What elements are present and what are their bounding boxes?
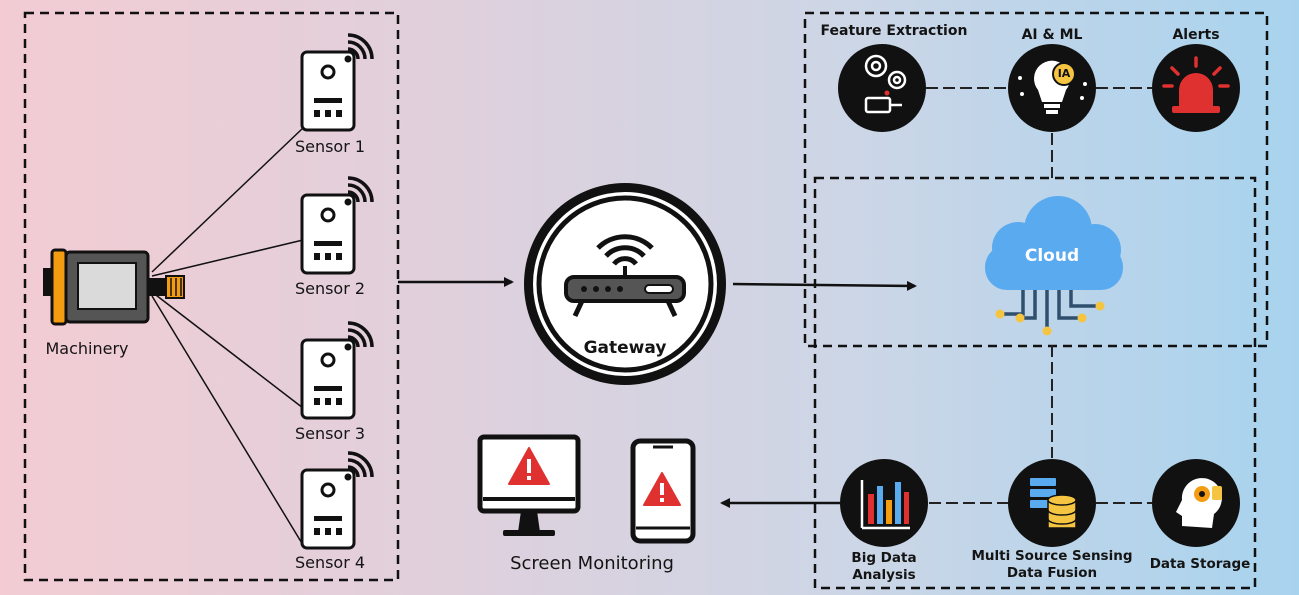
cloud-icon — [985, 196, 1123, 336]
big-data-line2: Analysis — [852, 567, 916, 583]
ai-badge-label: IA — [1057, 67, 1071, 80]
router-icon — [524, 183, 726, 385]
fusion-line2: Data Fusion — [1006, 565, 1098, 581]
sensor-icon — [300, 321, 374, 420]
machinery-label: Machinery — [45, 339, 129, 358]
ai-ml-label: AI & ML — [1021, 27, 1083, 43]
sensor-icon — [300, 33, 374, 132]
ai-brain-icon — [1008, 44, 1096, 132]
big-data-label: Big Data Analysis — [834, 550, 934, 584]
sensor-label: Sensor 3 — [294, 424, 366, 443]
feature-extraction-label: Feature Extraction — [820, 23, 968, 39]
analytics-group-box — [803, 11, 1269, 348]
sensor-label: Sensor 2 — [294, 279, 366, 298]
fusion-label: Multi Source Sensing Data Fusion — [962, 548, 1142, 582]
database-icon — [1008, 459, 1096, 547]
big-data-line1: Big Data — [851, 550, 917, 566]
dashed-connectors — [926, 87, 1152, 504]
cloud-label: Cloud — [1024, 246, 1080, 266]
fusion-line1: Multi Source Sensing — [971, 548, 1133, 564]
head-gear-icon — [1152, 459, 1240, 547]
storage-group-box — [813, 176, 1257, 590]
sensor-label: Sensor 4 — [294, 553, 366, 572]
machinery-sensor-links — [151, 127, 304, 546]
alerts-label: Alerts — [1172, 27, 1220, 43]
phone-warning-icon — [630, 438, 696, 544]
sensor-label: Sensor 1 — [294, 137, 366, 156]
sensor-group-box — [23, 11, 400, 582]
chart-icon — [840, 459, 928, 547]
machinery-icon — [43, 248, 185, 326]
monitor-warning-icon — [477, 434, 581, 536]
sensor-icon — [300, 451, 374, 550]
sensor-icon — [300, 176, 374, 275]
data-storage-label: Data Storage — [1149, 556, 1251, 572]
screen-monitoring-label: Screen Monitoring — [510, 553, 674, 574]
gateway-label: Gateway — [583, 338, 667, 358]
gears-icon — [838, 44, 926, 132]
siren-icon — [1152, 44, 1240, 132]
gateway-to-cloud-arrow — [732, 280, 917, 291]
